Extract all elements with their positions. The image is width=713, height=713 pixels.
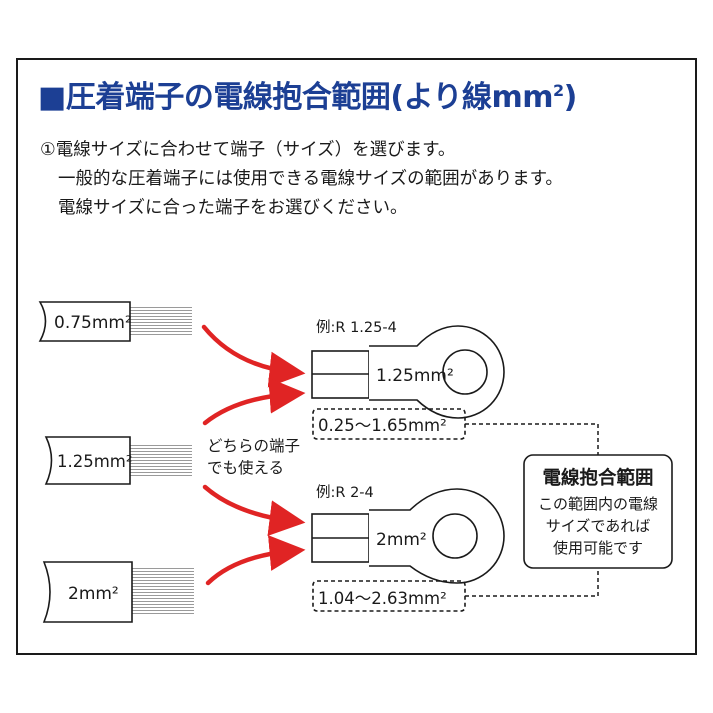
arrow-0.75-to-terminal-1 (201, 324, 306, 388)
description: ①電線サイズに合わせて端子（サイズ）を選びます。 一般的な圧着端子には使用できる… (40, 136, 563, 223)
diagram-frame (16, 58, 697, 655)
terminal-r2-4: 例:R 2-4 2mm² 1.04～2.63mm² (311, 484, 505, 612)
title-closing: ) (563, 80, 578, 115)
terminal-2-stud-hole (432, 513, 478, 559)
description-line-1: ①電線サイズに合わせて端子（サイズ）を選びます。 (40, 140, 456, 160)
callout-box: 電線抱合範囲 この範囲内の電線 サイズであれば 使用可能です (523, 454, 673, 569)
wire-insulation (38, 301, 131, 342)
arrow-1.25-to-terminal-1 (202, 377, 306, 426)
wire-1.25: 1.25mm² (44, 436, 192, 485)
terminal-2-range: 1.04～2.63mm² (318, 589, 447, 608)
title-text: 圧着端子の電線抱合範囲(より線mm (65, 80, 554, 115)
arrow-2-to-terminal-2 (205, 535, 306, 586)
callout-leaders (465, 423, 599, 597)
title-marker: ■ (38, 80, 66, 115)
description-line-2: 一般的な圧着端子には使用できる電線サイズの範囲があります。 (58, 169, 563, 189)
callout-line-1: この範囲内の電線 (538, 495, 658, 513)
wire-label-3: 2mm² (68, 584, 119, 604)
arrow-1.25-to-terminal-2 (202, 484, 306, 537)
both-terminals-note-line-1: どちらの端子 (207, 437, 300, 455)
terminal-r1.25-4: 例:R 1.25-4 1.25mm² 0.25～1.65mm² (311, 319, 505, 440)
terminal-1-example: 例:R 1.25-4 (316, 319, 397, 336)
terminal-2-example: 例:R 2-4 (316, 484, 374, 501)
wire-label-2: 1.25mm² (57, 452, 133, 471)
description-line-3: 電線サイズに合った端子をお選びください。 (58, 198, 408, 218)
callout-line-3: 使用可能です (553, 539, 643, 557)
terminal-1-size: 1.25mm² (376, 366, 454, 386)
wire-insulation (42, 561, 133, 623)
wire-insulation (44, 436, 131, 485)
title-superscript: 2 (553, 81, 564, 100)
terminal-2-size: 2mm² (376, 530, 427, 550)
wire-strands (130, 305, 192, 337)
wire-label-1: 0.75mm² (54, 313, 132, 333)
terminal-1-stud-hole (442, 349, 488, 395)
callout-heading: 電線抱合範囲 (542, 467, 653, 489)
callout-line-2: サイズであれば (546, 517, 650, 535)
page-title: ■圧着端子の電線抱合範囲(より線mm2) (38, 72, 577, 116)
arrows (201, 324, 306, 586)
terminal-1-range: 0.25～1.65mm² (318, 416, 447, 435)
terminal-1-ring (369, 325, 505, 419)
wire-2: 2mm² (42, 561, 194, 623)
wire-strands (132, 568, 194, 614)
wire-0.75: 0.75mm² (38, 301, 192, 342)
wire-strands (130, 443, 192, 477)
both-terminals-note-line-2: でも使える (207, 459, 284, 477)
